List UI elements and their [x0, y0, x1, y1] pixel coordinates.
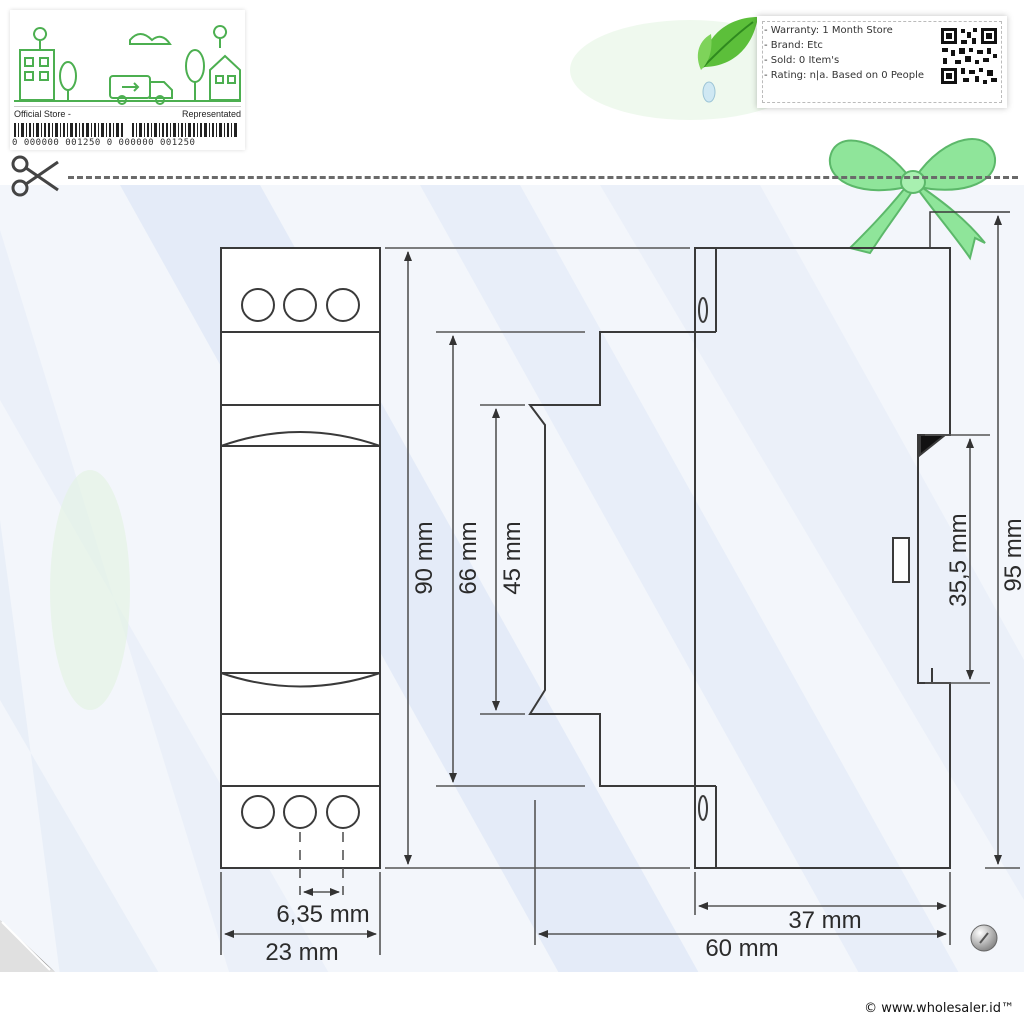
- copyright-text: © www.wholesaler.id™: [864, 1001, 1014, 1016]
- terminal-screw-bottom: [326, 795, 360, 829]
- leaf-icon: [697, 17, 758, 103]
- side-view-slot: [892, 537, 910, 583]
- dim-label-95: 95 mm: [1000, 518, 1024, 591]
- dim-label-60: 60 mm: [705, 935, 778, 962]
- dim-label-66: 66 mm: [455, 521, 482, 594]
- product-info-card: - Warranty: 1 Month Store - Brand: Etc -…: [757, 16, 1007, 108]
- scissors-icon: [11, 155, 59, 197]
- front-view-curve: [220, 672, 381, 688]
- din-clip: [931, 668, 950, 684]
- info-rating: - Rating: n|a. Based on 0 People: [764, 70, 925, 81]
- dim-label-45: 45 mm: [499, 521, 526, 594]
- city-delivery-illustration: [14, 25, 241, 105]
- din-rail-outline: [929, 211, 1010, 248]
- terminal-screw-top: [241, 288, 275, 322]
- terminal-screw-top: [326, 288, 360, 322]
- dim-label-35-5: 35,5 mm: [945, 513, 972, 606]
- dim-label-37: 37 mm: [788, 907, 861, 934]
- front-view: [220, 247, 381, 869]
- info-brand: - Brand: Etc: [764, 40, 823, 51]
- terminal-screw-bottom: [283, 795, 317, 829]
- barcode-icon: [14, 123, 237, 137]
- side-view-outline: [694, 247, 951, 869]
- info-list: - Warranty: 1 Month Store - Brand: Etc -…: [764, 23, 924, 83]
- dim-label-6-35: 6,35 mm: [276, 901, 369, 928]
- side-view-terminal: [698, 795, 708, 821]
- terminal-screw-top: [283, 288, 317, 322]
- terminal-screw-bottom: [241, 795, 275, 829]
- store-labels: Official Store - Representated: [14, 106, 241, 119]
- front-view-outline: [220, 247, 381, 869]
- dim-label-90: 90 mm: [411, 521, 438, 594]
- side-view-profile: [528, 331, 695, 787]
- front-view-curve: [220, 431, 381, 447]
- info-warranty: - Warranty: 1 Month Store: [764, 25, 893, 36]
- dim-label-23: 23 mm: [265, 939, 338, 966]
- page-curl-icon: [0, 920, 55, 972]
- cut-line: [68, 176, 1018, 179]
- store-badge: Official Store - Representated: [10, 10, 245, 150]
- barcode-number: 0 000000 001250 0 000000 001250: [12, 138, 196, 148]
- dimension-lines: [220, 215, 1020, 955]
- official-store-label: Official Store -: [14, 109, 71, 119]
- qr-code-icon: [939, 26, 999, 86]
- side-view-terminal: [698, 297, 708, 323]
- din-clip: [919, 434, 948, 458]
- info-sold: - Sold: 0 Item's: [764, 55, 840, 66]
- side-view: [528, 211, 1010, 869]
- info-card-border: [762, 21, 1002, 103]
- screw-icon: [970, 924, 998, 952]
- represented-label: Representated: [181, 109, 241, 119]
